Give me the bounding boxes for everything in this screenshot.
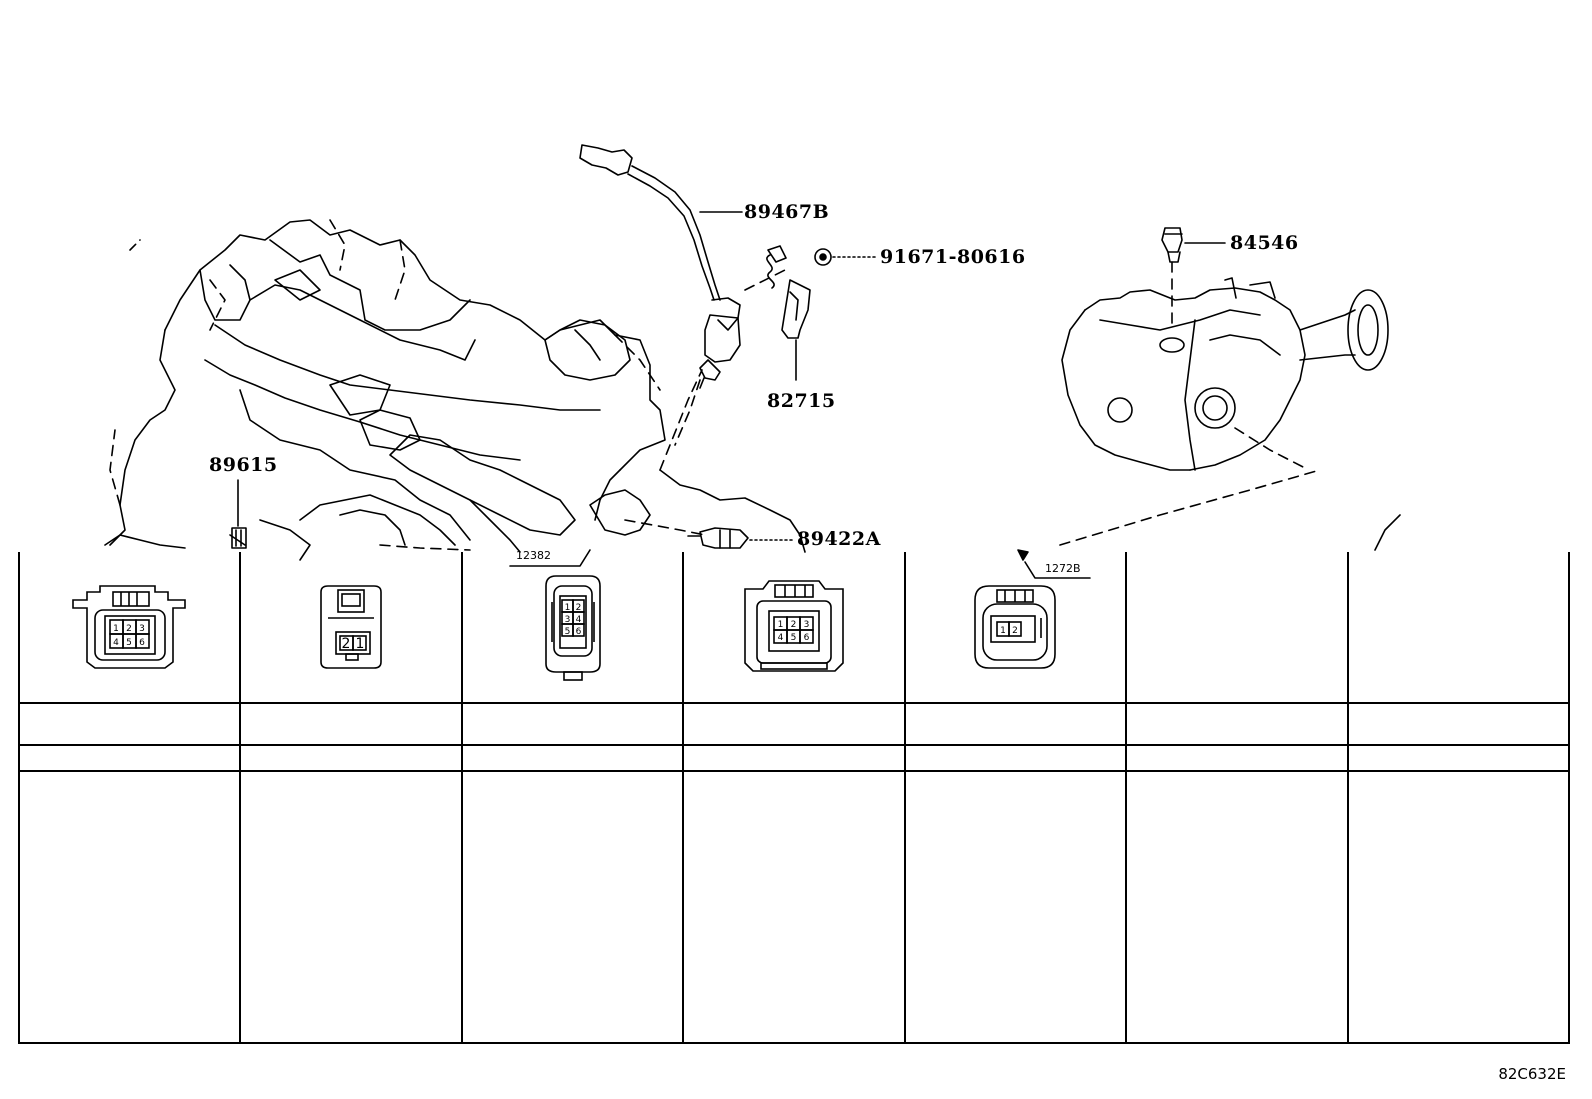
table-cell [903,770,1128,1044]
table-cell [1346,702,1571,746]
engine-phantom-lines [109,219,1321,551]
pin-label: 2 [575,603,581,613]
callout-82715: 82715 [767,390,836,412]
pin-label: 5 [564,627,570,637]
table-cell [17,702,242,746]
pin-label: 4 [113,638,119,648]
engine-assembly [104,219,806,561]
table-cell [239,770,463,1044]
table-cell [239,744,463,772]
table-cell [903,744,1128,772]
pin-label: 5 [791,633,797,643]
switch-84546 [1161,227,1183,263]
callout-84546: 84546 [1230,232,1299,254]
callout-89422a: 89422A [797,528,881,550]
table-cell [903,702,1128,746]
connector-cell-4: 1 2 3 4 5 6 [682,552,906,704]
table-cell [1125,702,1349,746]
diagram-code: 82C632E [1498,1065,1566,1083]
pin-label: 6 [575,627,581,637]
connector-6pin-square-icon: 1 2 3 4 5 6 [744,580,844,672]
table-cell [682,770,906,1044]
pin-label: 3 [564,615,570,625]
sensor-89422a [687,527,749,549]
connector-2pin-round-icon: 1 2 [974,585,1057,669]
connector-cell-3: 1 2 3 4 5 6 [460,552,685,704]
connector-table: 1 2 3 4 5 6 [17,552,1571,1044]
callout-89467b: 89467B [744,201,830,223]
pin-label: 2 [126,624,132,634]
table-cell [460,702,685,746]
connector-cell-7 [1346,552,1571,704]
connector-2pin-icon: 2 1 [320,585,382,669]
pin-label: 6 [139,638,145,648]
oxygen-sensor-89467b [579,144,741,389]
pin-label: 4 [778,633,784,643]
table-cell [1125,744,1349,772]
pin-label: 4 [575,615,581,625]
pin-label: 6 [804,633,810,643]
connector-6pin-icon: 1 2 3 4 5 6 [71,585,186,669]
table-cell [239,702,463,746]
table-cell [17,744,242,772]
sensor-89615 [231,527,247,549]
pin-label: 1 [1001,626,1007,636]
pin-label: 2 [1013,626,1019,636]
table-cell [682,744,906,772]
table-cell [17,770,242,1044]
pin-label: 1 [356,636,365,652]
pin-label: 2 [342,636,351,652]
table-cell [460,744,685,772]
table-cell [682,702,906,746]
callout-91671-80616: 91671-80616 [880,246,1026,268]
pin-label: 3 [804,620,810,630]
table-cell [1346,770,1571,1044]
pin-label: 5 [126,638,132,648]
table-cell [1125,770,1349,1044]
callout-89615: 89615 [209,454,278,476]
bracket-82715 [766,245,811,339]
connector-cell-2: 2 1 [239,552,463,704]
pin-label: 1 [113,624,119,634]
connector-cell-6 [1125,552,1349,704]
pin-label: 2 [791,620,797,630]
table-cell [460,770,685,1044]
connector-6pin-vertical-icon: 1 2 3 4 5 6 [544,575,601,681]
connector-cell-1: 1 2 3 4 5 6 [17,552,242,704]
pin-label: 1 [778,620,784,630]
pin-label: 3 [139,624,145,634]
nut-91671-80616 [814,248,832,266]
connector-cell-5: 1 2 [903,552,1128,704]
table-cell [1346,744,1571,772]
pin-label: 1 [564,603,570,613]
transfer-case [1061,277,1401,551]
